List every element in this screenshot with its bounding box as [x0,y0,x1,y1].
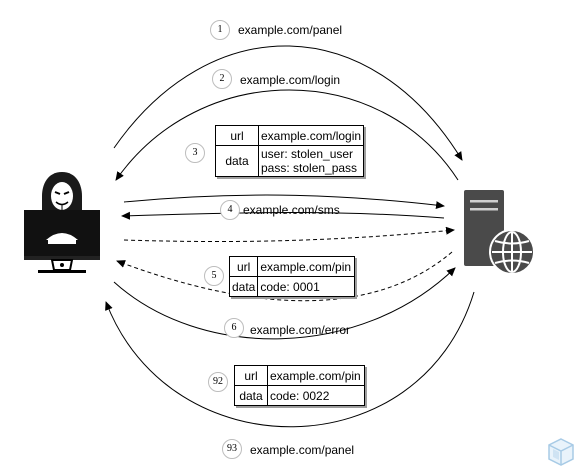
data-value: code: 0022 [267,385,365,406]
url-value: example.com/pin [257,256,356,277]
arrow-2 [115,89,459,181]
data-line-user: user: stolen_user [261,147,354,161]
step-label-6: example.com/error [250,323,351,337]
url-value: example.com/pin [267,365,365,386]
arrow-6 [113,267,456,340]
pin-request-table-1: url example.com/pin data code: 0001 [228,256,356,297]
url-key: url [234,365,268,386]
step-badge-5: 5 [204,266,224,286]
arrow-93 [105,291,475,428]
step-badge-4: 4 [220,200,240,220]
step-badge-93: 93 [222,439,242,459]
data-line-pass: pass: stolen_pass [261,161,358,175]
arrow-4a [123,194,445,210]
data-value: user: stolen_user pass: stolen_pass [257,145,365,177]
url-key: url [228,256,259,277]
step-badge-3: 3 [185,143,205,163]
arrow-1 [113,45,463,161]
web-server-icon [464,190,535,275]
data-value: code: 0001 [257,276,356,297]
data-key: data [234,385,268,406]
cube-logo-icon [548,438,574,466]
hacker-computer-icon [24,172,100,273]
step-badge-92: 92 [208,372,228,392]
url-value: example.com/login [257,125,365,146]
data-key: data [228,276,259,297]
step-badge-6: 6 [224,318,244,338]
step-badge-1: 1 [210,20,230,40]
arrow-4b [121,211,445,220]
url-key: url [215,125,259,146]
login-request-table: url example.com/login data user: stolen_… [215,125,365,177]
step-label-93: example.com/panel [250,443,355,457]
step-label-2: example.com/login [240,73,341,87]
data-key: data [215,145,259,177]
step-label-1: example.com/panel [238,23,343,37]
arrow-dashed-a [123,226,455,243]
step-label-4: example.com/sms [243,203,340,217]
step-badge-2: 2 [212,69,232,89]
pin-request-table-2: url example.com/pin data code: 0022 [234,365,365,406]
